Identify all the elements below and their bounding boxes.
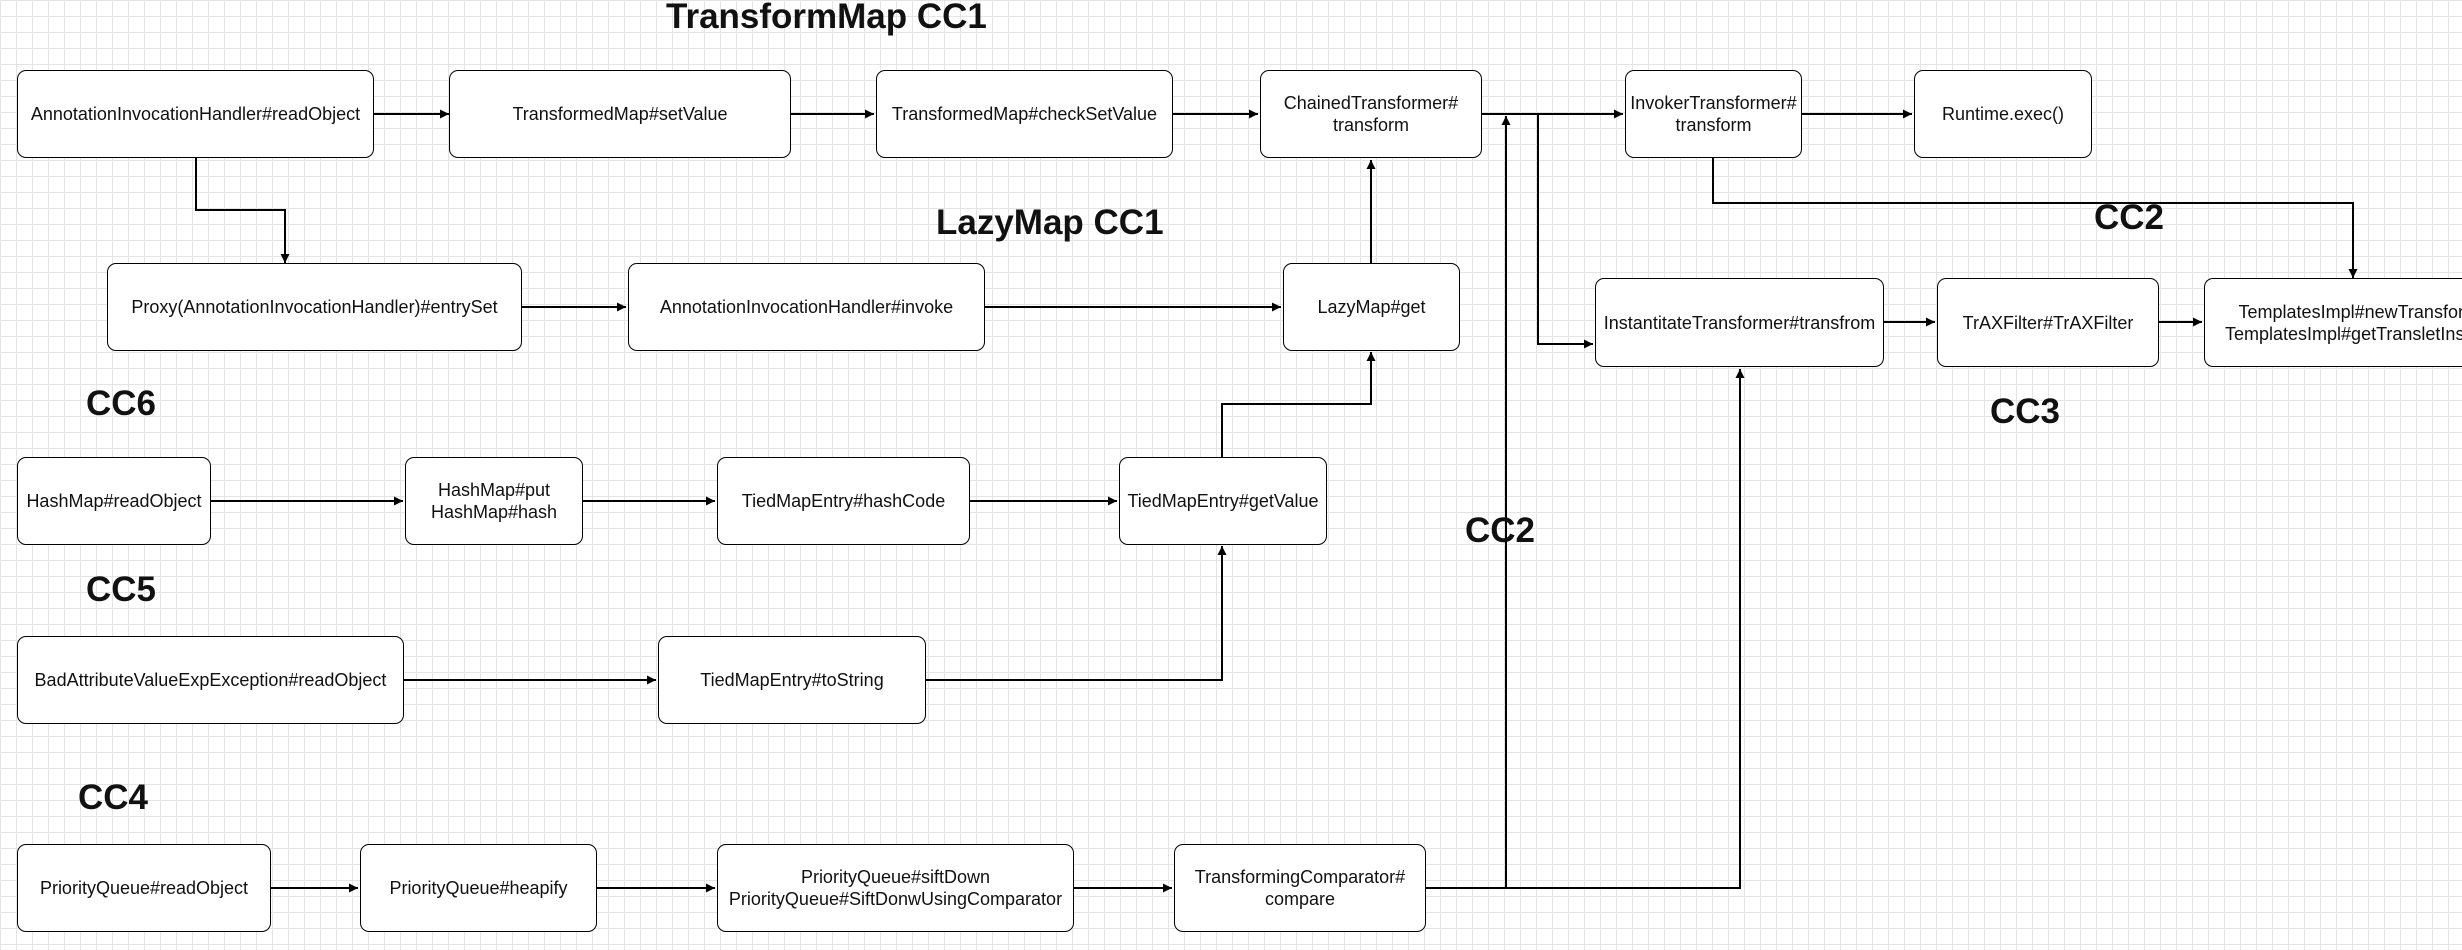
node-annotation-readobject[interactable]: AnnotationInvocationHandler#readObject xyxy=(17,70,374,158)
edge-readobject-to-proxy xyxy=(195,158,290,263)
node-tiedmapentry-tostring[interactable]: TiedMapEntry#toString xyxy=(658,636,926,724)
label-cc2-mid: CC2 xyxy=(1465,511,1536,550)
node-transformedmap-checksetvalue[interactable]: TransformedMap#checkSetValue xyxy=(876,70,1173,158)
node-transformedmap-setvalue[interactable]: TransformedMap#setValue xyxy=(449,70,791,158)
node-instantiatetransformer-transfrom[interactable]: InstantitateTransformer#transfrom xyxy=(1595,278,1884,367)
edge-comparator-to-instantiate xyxy=(1506,369,1745,889)
edge-getvalue-to-lazymap xyxy=(1221,352,1376,457)
edge-tostring-to-getvalue xyxy=(926,546,1227,681)
label-cc2-top: CC2 xyxy=(2094,198,2165,237)
node-invokertransformer-transform[interactable]: InvokerTransformer# transform xyxy=(1625,70,1802,158)
node-hashmap-put-hash[interactable]: HashMap#put HashMap#hash xyxy=(405,457,583,545)
label-cc6: CC6 xyxy=(86,384,157,423)
edge-chained-to-instantiate xyxy=(1537,114,1593,349)
label-cc5: CC5 xyxy=(86,570,157,609)
node-lazymap-get[interactable]: LazyMap#get xyxy=(1283,263,1460,351)
node-transformingcomparator-compare[interactable]: TransformingComparator# compare xyxy=(1174,844,1426,932)
node-priorityqueue-siftdown[interactable]: PriorityQueue#siftDown PriorityQueue#Sif… xyxy=(717,844,1074,932)
node-tiedmapentry-hashcode[interactable]: TiedMapEntry#hashCode xyxy=(717,457,970,545)
node-priorityqueue-heapify[interactable]: PriorityQueue#heapify xyxy=(360,844,597,932)
node-annotation-invoke[interactable]: AnnotationInvocationHandler#invoke xyxy=(628,263,985,351)
label-transformmap-cc1: TransformMap CC1 xyxy=(666,0,987,36)
node-tiedmapentry-getvalue[interactable]: TiedMapEntry#getValue xyxy=(1119,457,1327,545)
label-lazymap-cc1: LazyMap CC1 xyxy=(936,203,1164,242)
edge-comparator-to-chained xyxy=(1426,116,1511,889)
node-badattribute-readobject[interactable]: BadAttributeValueExpException#readObject xyxy=(17,636,404,724)
node-priorityqueue-readobject[interactable]: PriorityQueue#readObject xyxy=(17,844,271,932)
node-chainedtransformer-transform[interactable]: ChainedTransformer# transform xyxy=(1260,70,1482,158)
node-templatesimpl[interactable]: TemplatesImpl#newTransformer TemplatesIm… xyxy=(2204,278,2462,367)
node-hashmap-readobject[interactable]: HashMap#readObject xyxy=(17,457,211,545)
label-cc4: CC4 xyxy=(78,778,149,817)
node-proxy-entryset[interactable]: Proxy(AnnotationInvocationHandler)#entry… xyxy=(107,263,522,351)
node-runtime-exec[interactable]: Runtime.exec() xyxy=(1914,70,2092,158)
edge-invoker-to-templatesimpl xyxy=(1712,158,2358,278)
label-cc3: CC3 xyxy=(1990,392,2061,431)
node-traxfilter[interactable]: TrAXFilter#TrAXFilter xyxy=(1937,278,2159,367)
